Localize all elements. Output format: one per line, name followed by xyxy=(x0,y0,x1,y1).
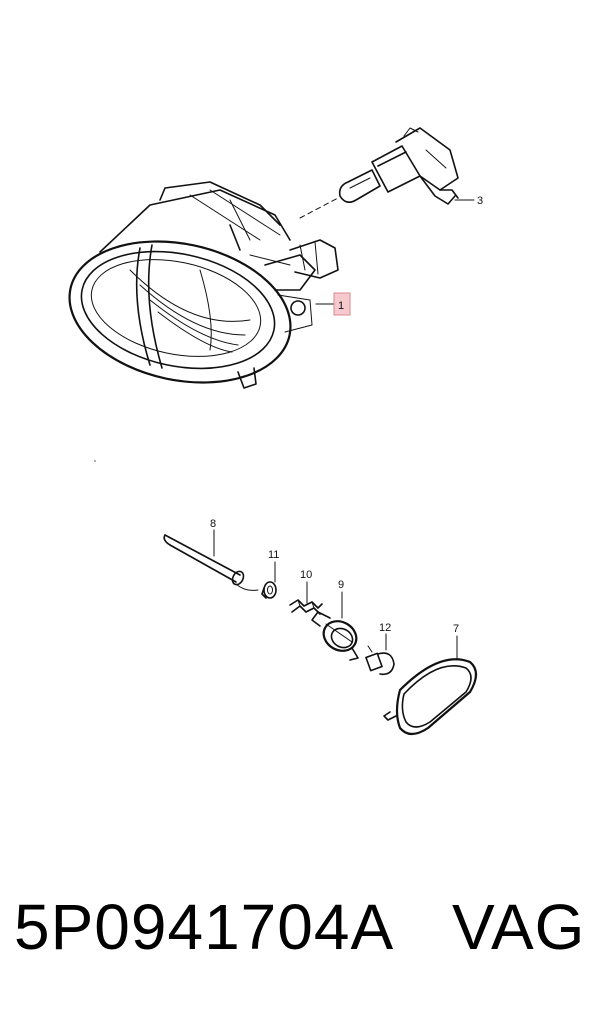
brand-label: VAG xyxy=(452,891,586,963)
callout-3-label: 3 xyxy=(477,195,483,207)
fog-lamp-assembly xyxy=(68,181,339,389)
callout-7[interactable]: 7 xyxy=(453,623,459,661)
callout-9[interactable]: 9 xyxy=(338,579,344,619)
callout-8[interactable]: 8 xyxy=(210,518,216,557)
callout-3[interactable]: 3 xyxy=(454,195,483,207)
footer: 5P0941704A VAG xyxy=(0,890,600,980)
part-number: 5P0941704A xyxy=(14,891,395,963)
callout-10[interactable]: 10 xyxy=(300,569,312,604)
callout-1-label: 1 xyxy=(338,300,344,312)
callout-1[interactable]: 1 xyxy=(315,292,351,316)
wedge-bulb xyxy=(365,645,395,676)
parts-diagram: 1 3 8 11 xyxy=(68,127,483,736)
callout-10-label: 10 xyxy=(300,569,312,581)
callout-9-label: 9 xyxy=(338,579,344,591)
callout-11-label: 11 xyxy=(268,549,279,561)
callout-8-label: 8 xyxy=(210,518,216,530)
grommet xyxy=(261,581,277,599)
callout-12[interactable]: 12 xyxy=(379,622,391,651)
callout-1-highlight xyxy=(333,292,351,316)
wire-terminal xyxy=(289,599,323,615)
cable xyxy=(163,534,259,591)
callout-7-label: 7 xyxy=(453,623,459,635)
callout-11[interactable]: 11 xyxy=(268,549,279,583)
callout-12-label: 12 xyxy=(379,622,391,634)
bulb-holder xyxy=(311,611,359,661)
h11-bulb xyxy=(338,127,459,205)
side-marker-lens xyxy=(383,658,478,736)
